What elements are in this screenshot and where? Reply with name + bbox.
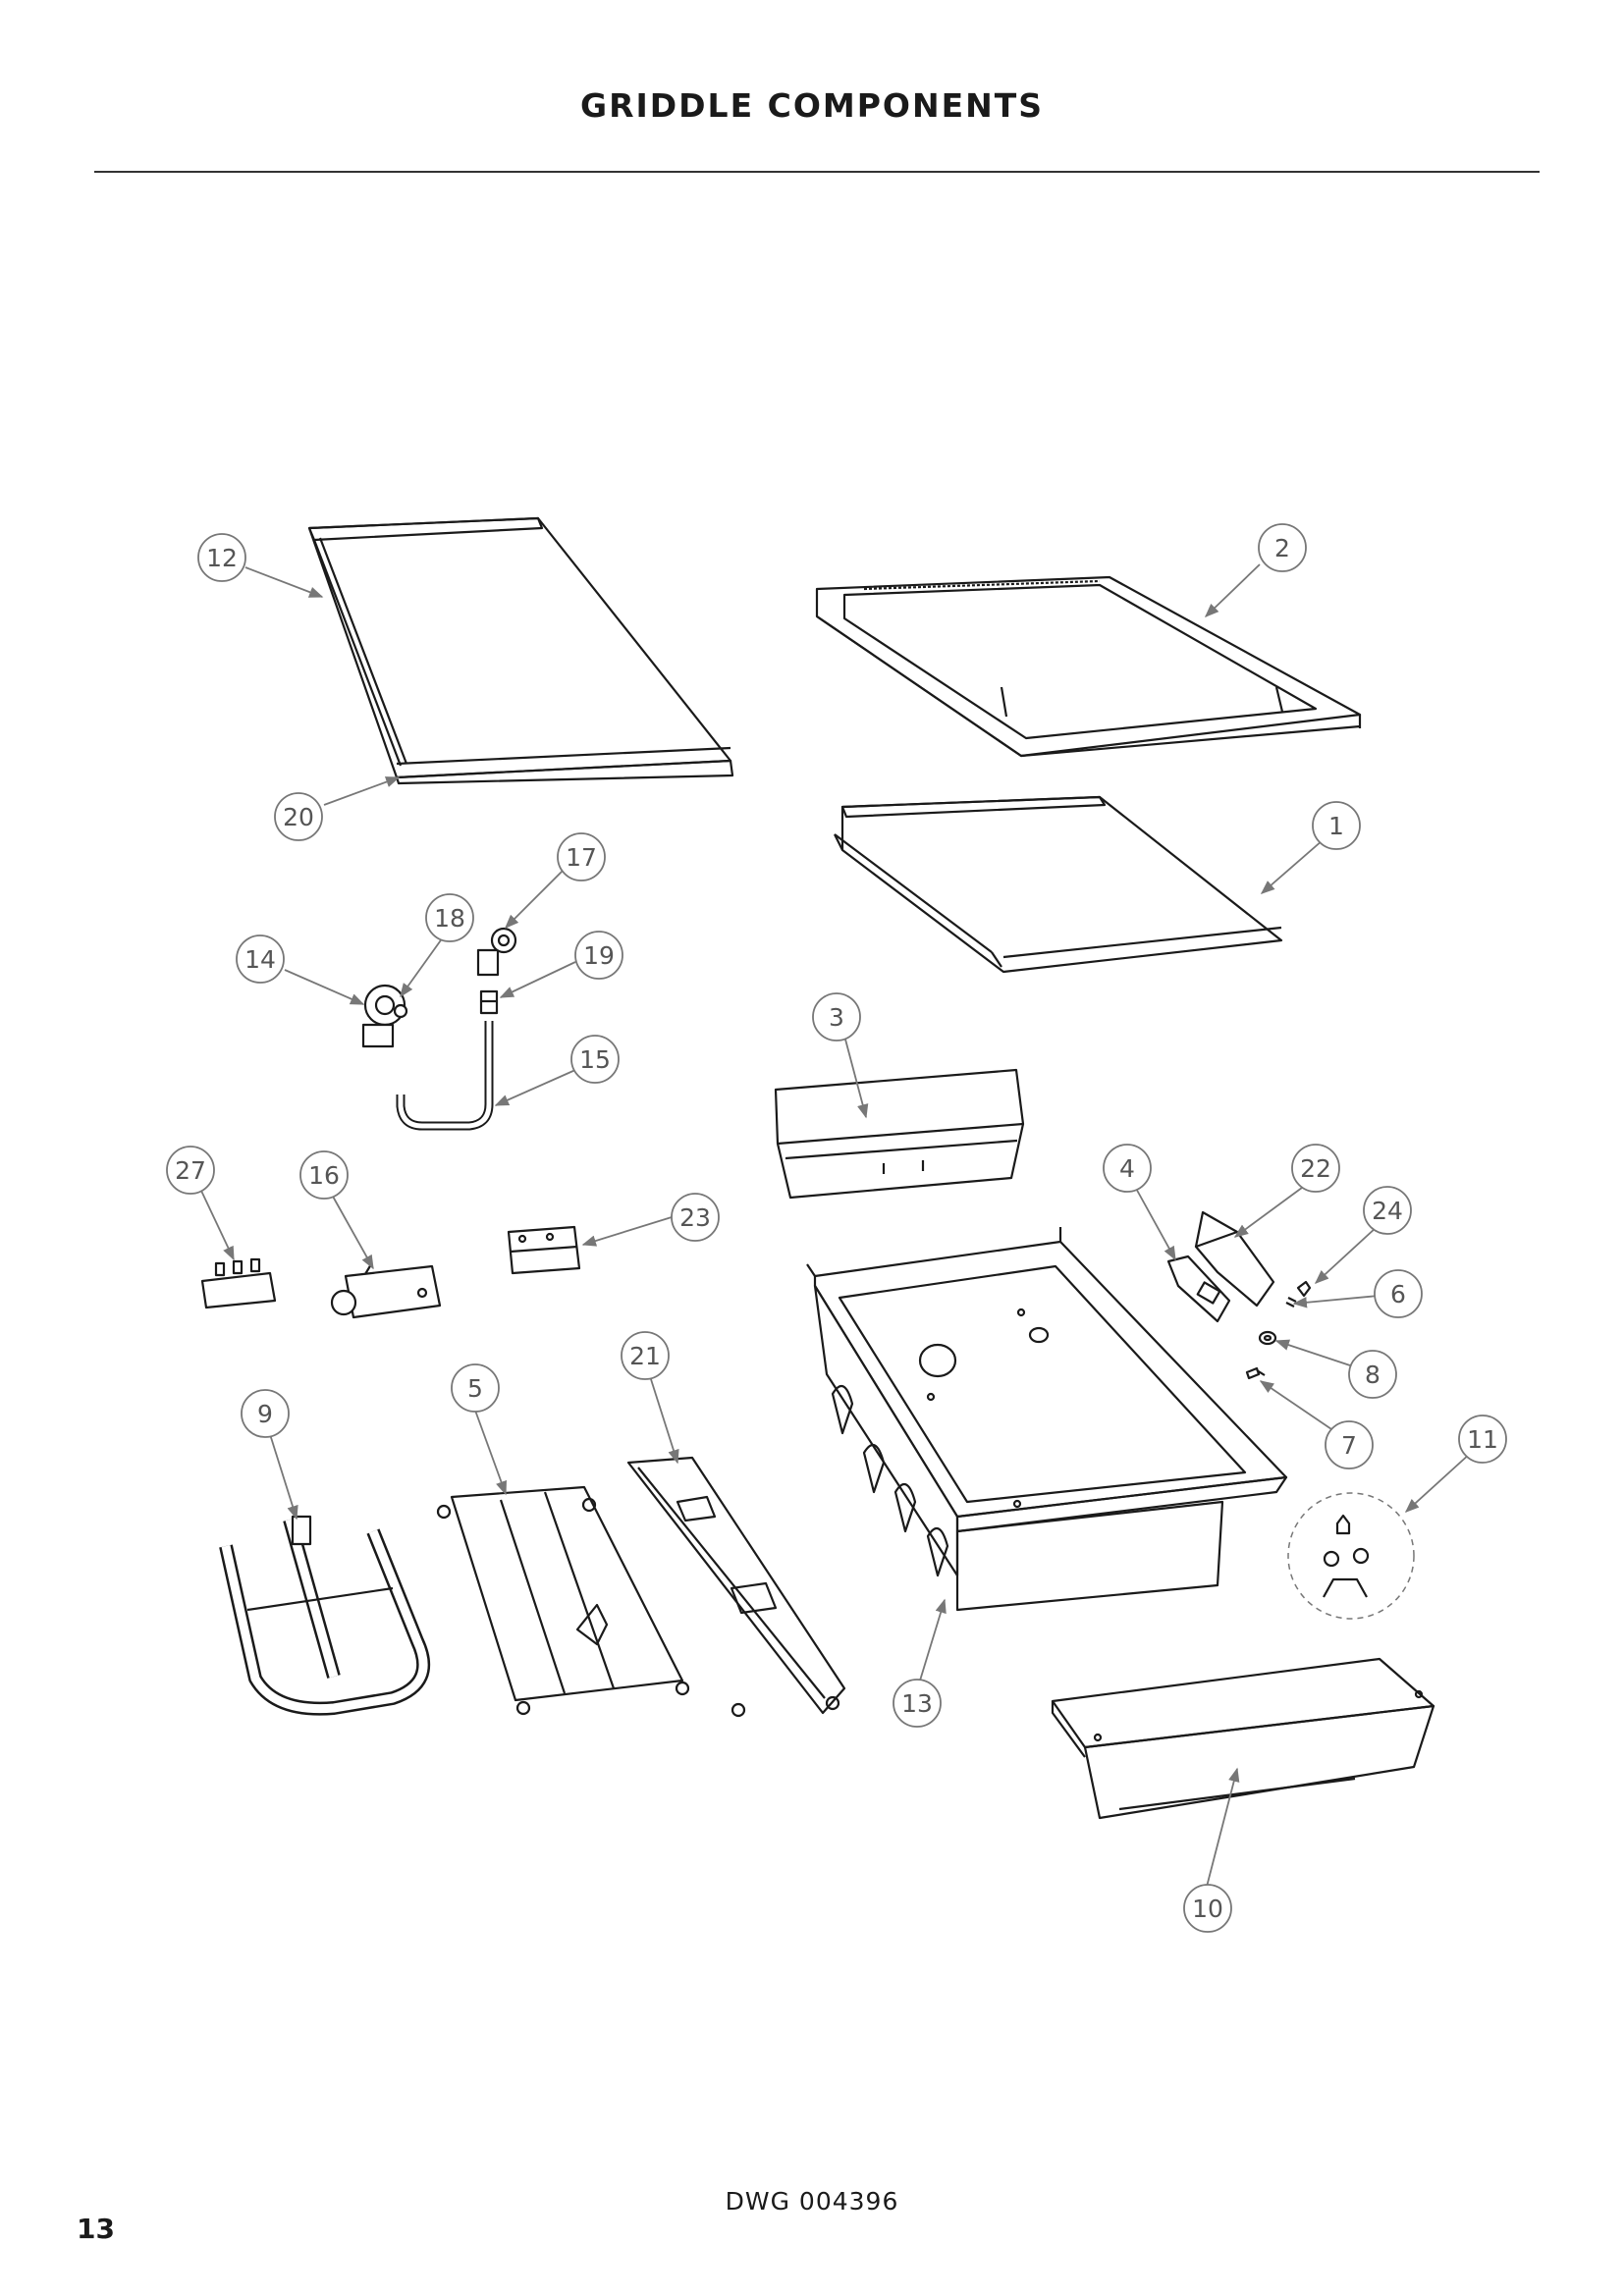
part-1-drip-tray bbox=[834, 795, 1283, 974]
callout-6: 6 bbox=[1374, 1269, 1423, 1318]
callout-3: 3 bbox=[812, 992, 861, 1041]
part-17-elbow bbox=[476, 927, 517, 977]
callout-13: 13 bbox=[893, 1679, 942, 1728]
callout-label: 18 bbox=[434, 904, 465, 933]
callout-2: 2 bbox=[1258, 523, 1307, 572]
callout-15: 15 bbox=[570, 1035, 620, 1084]
callout-label: 4 bbox=[1119, 1154, 1135, 1183]
part-19-fitting bbox=[479, 989, 499, 1015]
part-5-flame-plate bbox=[436, 1485, 690, 1716]
part-22-bracket bbox=[1194, 1210, 1275, 1308]
callout-7: 7 bbox=[1325, 1420, 1374, 1469]
part-15-gas-tube bbox=[396, 1021, 494, 1131]
callout-label: 9 bbox=[257, 1400, 273, 1428]
part-27-terminal-block bbox=[200, 1257, 277, 1309]
callout-22: 22 bbox=[1291, 1144, 1340, 1193]
part-3-heat-shield bbox=[774, 1068, 1025, 1200]
callout-label: 21 bbox=[629, 1342, 661, 1370]
part-24-screw bbox=[1296, 1280, 1312, 1298]
callout-label: 14 bbox=[244, 945, 276, 974]
part-14-regulator bbox=[361, 984, 408, 1048]
callout-label: 16 bbox=[308, 1161, 340, 1190]
callout-label: 19 bbox=[583, 941, 615, 970]
page-title: GRIDDLE COMPONENTS bbox=[579, 86, 1045, 125]
part-4-igniter bbox=[1166, 1255, 1231, 1323]
callout-16: 16 bbox=[299, 1150, 349, 1200]
callout-14: 14 bbox=[236, 934, 285, 984]
callout-label: 22 bbox=[1300, 1154, 1331, 1183]
callout-label: 23 bbox=[679, 1203, 711, 1232]
callout-label: 27 bbox=[175, 1156, 206, 1185]
callout-label: 15 bbox=[579, 1045, 611, 1074]
callout-label: 20 bbox=[283, 803, 314, 831]
part-2-frame bbox=[815, 575, 1362, 758]
callout-8: 8 bbox=[1348, 1350, 1397, 1399]
callout-9: 9 bbox=[241, 1389, 290, 1438]
part-11-hardware-bag bbox=[1287, 1492, 1415, 1620]
callout-label: 7 bbox=[1341, 1431, 1357, 1460]
part-16-valve-block bbox=[330, 1263, 442, 1319]
callout-19: 19 bbox=[574, 931, 623, 980]
callout-label: 3 bbox=[829, 1003, 844, 1032]
callout-23: 23 bbox=[671, 1193, 720, 1242]
part-23-hinge-bracket bbox=[507, 1225, 581, 1275]
drawing-number: DWG 004396 bbox=[725, 2187, 899, 2216]
callout-label: 17 bbox=[566, 843, 597, 872]
callout-24: 24 bbox=[1363, 1186, 1412, 1235]
callout-11: 11 bbox=[1458, 1415, 1507, 1464]
part-10-front-tray bbox=[1051, 1657, 1435, 1820]
part-7-screw bbox=[1245, 1366, 1266, 1380]
part-12-griddle-plate bbox=[307, 516, 734, 785]
callout-10: 10 bbox=[1183, 1884, 1232, 1933]
callout-label: 12 bbox=[206, 544, 238, 572]
part-13-firebox bbox=[806, 1227, 1288, 1612]
part-9-burner bbox=[219, 1515, 431, 1716]
callout-label: 5 bbox=[467, 1374, 483, 1403]
callout-5: 5 bbox=[451, 1363, 500, 1413]
callout-18: 18 bbox=[425, 893, 474, 942]
page-number: 13 bbox=[77, 2213, 115, 2245]
callout-label: 1 bbox=[1328, 812, 1344, 840]
callout-12: 12 bbox=[197, 533, 246, 582]
callout-label: 13 bbox=[901, 1689, 933, 1718]
callout-20: 20 bbox=[274, 792, 323, 841]
callout-1: 1 bbox=[1312, 801, 1361, 850]
callout-21: 21 bbox=[621, 1331, 670, 1380]
callout-label: 8 bbox=[1365, 1361, 1380, 1389]
callout-label: 11 bbox=[1467, 1425, 1498, 1454]
callout-label: 24 bbox=[1372, 1197, 1403, 1225]
part-6-spring bbox=[1285, 1297, 1297, 1308]
callout-27: 27 bbox=[166, 1146, 215, 1195]
header-rule bbox=[94, 171, 1540, 173]
callout-4: 4 bbox=[1103, 1144, 1152, 1193]
callout-17: 17 bbox=[557, 832, 606, 881]
callout-label: 2 bbox=[1274, 534, 1290, 562]
part-8-washer bbox=[1258, 1330, 1277, 1346]
callout-label: 6 bbox=[1390, 1280, 1406, 1308]
callout-label: 10 bbox=[1192, 1895, 1223, 1923]
